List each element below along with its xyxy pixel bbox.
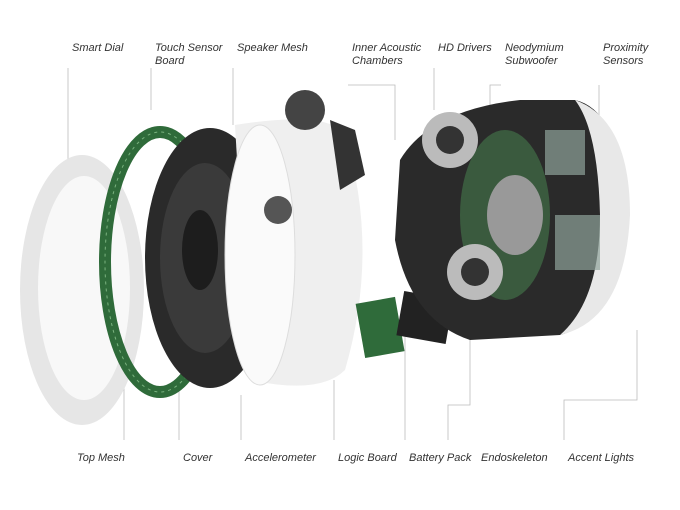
label-proximity-line2: Sensors [603, 55, 644, 67]
label-neodymium-line2: Subwoofer [505, 55, 558, 67]
speaker-mesh-cylinder [224, 90, 365, 386]
label-accent-lights: Accent Lights [568, 452, 635, 464]
label-endoskeleton: Endoskeleton [481, 452, 548, 464]
leader-lines [67, 68, 638, 440]
top-mesh-ring [20, 155, 144, 425]
label-speaker-mesh: Speaker Mesh [237, 42, 308, 54]
label-neodymium-line1: Neodymium [505, 42, 564, 54]
label-inner-acoustic-line2: Chambers [352, 55, 403, 67]
label-hd-drivers: HD Drivers [438, 42, 492, 54]
label-inner-acoustic-line1: Inner Acoustic [352, 42, 422, 54]
label-proximity-line1: Proximity [603, 42, 649, 54]
label-cover: Cover [183, 452, 213, 464]
speaker-body [395, 100, 630, 340]
label-accelerometer: Accelerometer [245, 452, 316, 464]
label-touch-sensor-line1: Touch Sensor [155, 42, 223, 54]
label-battery-pack: Battery Pack [409, 452, 472, 464]
label-touch-sensor-line2: Board [155, 55, 185, 67]
label-top-mesh: Top Mesh [77, 452, 125, 464]
label-logic-board: Logic Board [338, 452, 397, 464]
label-smart-dial: Smart Dial [72, 42, 124, 54]
